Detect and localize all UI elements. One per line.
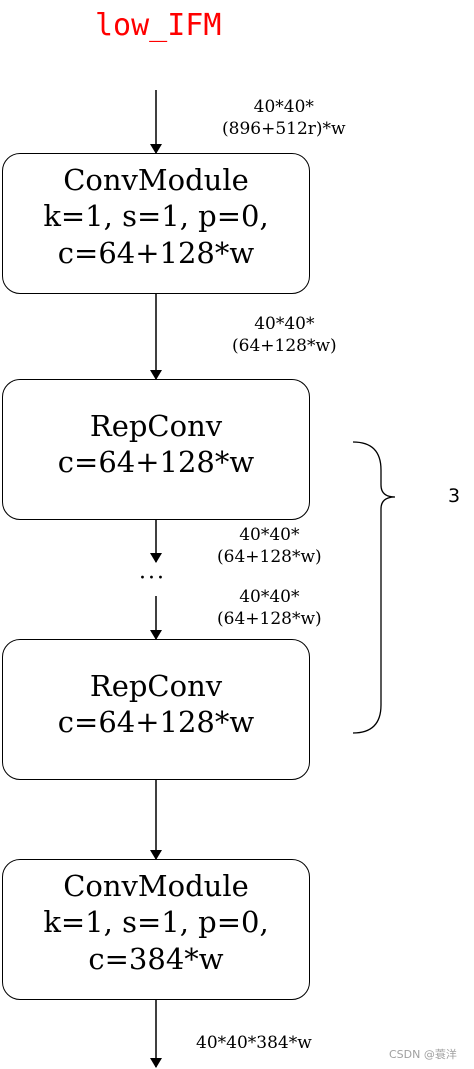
- block-name: ConvModule: [63, 869, 249, 903]
- input-title: low_IFM: [95, 8, 222, 43]
- edge-label-line: 40*40*: [253, 97, 314, 117]
- block-name: RepConv: [89, 409, 223, 443]
- edge-label-line: 40*40*: [254, 314, 315, 334]
- convmodule-block-1: ConvModule k=1, s=1, p=0, c=64+128*w: [2, 153, 310, 294]
- edge-label-line: (64+128*w): [217, 609, 322, 630]
- ellipsis: ···: [139, 566, 166, 591]
- edge-label-line: 40*40*: [239, 525, 300, 545]
- edge-label-line: (896+512r)*w: [222, 119, 346, 140]
- block-name: ConvModule: [63, 163, 249, 197]
- block-channels: c=64+128*w: [57, 235, 255, 270]
- repconv-block-1: RepConv c=64+128*w: [2, 379, 310, 520]
- edge-label-5: 40*40*384*w: [196, 1032, 312, 1054]
- block-channels: c=384*w: [88, 941, 224, 976]
- edge-label-3: 40*40* (64+128*w): [217, 524, 322, 568]
- block-params: k=1, s=1, p=0,: [43, 905, 269, 940]
- edge-label-line: (64+128*w): [232, 336, 337, 357]
- repeat-brace: [352, 441, 396, 734]
- watermark: CSDN @蓑洋: [389, 1048, 457, 1061]
- block-params: k=1, s=1, p=0,: [43, 199, 269, 234]
- edge-label-line: 40*40*: [239, 587, 300, 607]
- edge-label-1: 40*40* (896+512r)*w: [222, 96, 346, 140]
- edge-label-line: (64+128*w): [217, 547, 322, 568]
- repconv-block-2: RepConv c=64+128*w: [2, 639, 310, 780]
- repeat-count: 3: [448, 485, 461, 507]
- convmodule-block-2: ConvModule k=1, s=1, p=0, c=384*w: [2, 859, 310, 1000]
- block-channels: c=64+128*w: [57, 445, 255, 480]
- edge-label-2: 40*40* (64+128*w): [232, 313, 337, 357]
- edge-label-line: 40*40*384*w: [196, 1033, 312, 1053]
- edge-label-4: 40*40* (64+128*w): [217, 586, 322, 630]
- block-channels: c=64+128*w: [57, 705, 255, 740]
- block-name: RepConv: [89, 669, 223, 703]
